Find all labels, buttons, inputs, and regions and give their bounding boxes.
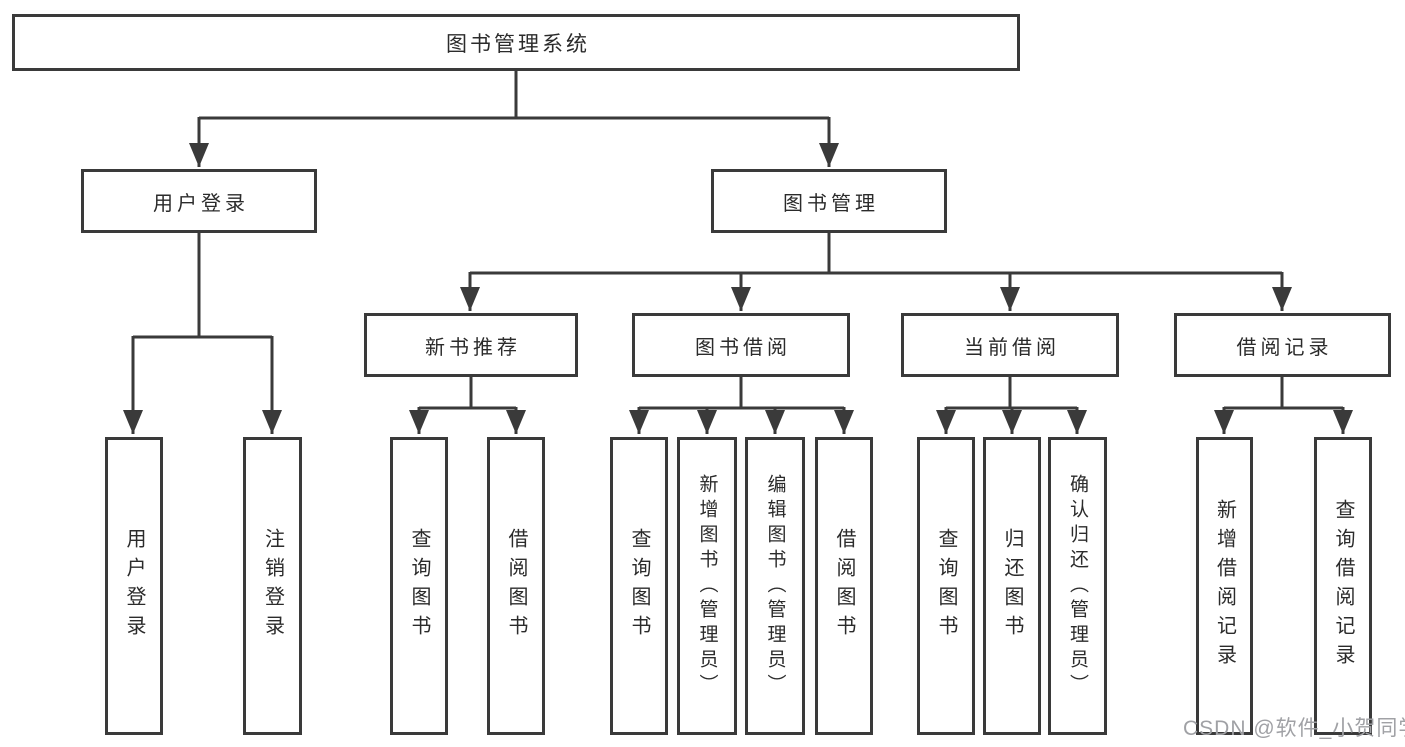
node-label: 确认归还（管理员） [1067,473,1088,699]
leaf-logout: 注销登录 [243,437,302,735]
watermark: CSDN @软件_小贺同学 [1183,717,1405,740]
leaf-edit-book-admin: 编辑图书（管理员） [745,437,805,735]
leaf-query-borrow-record: 查询借阅记录 [1314,437,1372,735]
node-label: 新书推荐 [425,336,521,359]
node-current-borrow: 当前借阅 [901,313,1119,377]
node-book-borrow: 图书借阅 [632,313,850,377]
leaf-borrow-book-1: 借阅图书 [487,437,545,735]
node-label: 编辑图书（管理员） [764,473,786,699]
node-label: 图书管理系统 [446,32,590,56]
node-label: 新增图书（管理员） [696,473,718,699]
node-label: 查询借阅记录 [1332,499,1354,673]
node-label: 借阅图书 [833,528,855,644]
leaf-add-book-admin: 新增图书（管理员） [677,437,737,735]
node-book-management: 图书管理 [711,169,947,233]
leaf-confirm-return-admin: 确认归还（管理员） [1048,437,1107,735]
node-label: 借阅图书 [505,528,527,644]
leaf-query-book-2: 查询图书 [610,437,668,735]
leaf-query-book-3: 查询图书 [917,437,975,735]
node-new-book-recommend: 新书推荐 [364,313,578,377]
node-borrow-record: 借阅记录 [1174,313,1391,377]
node-label: 用户登录 [153,192,249,215]
leaf-add-borrow-record: 新增借阅记录 [1196,437,1253,735]
node-label: 图书借阅 [695,336,791,359]
node-label: 图书管理 [783,192,879,215]
node-label: 新增借阅记录 [1213,499,1236,673]
node-system-root: 图书管理系统 [12,14,1020,71]
node-label: 查询图书 [628,528,650,644]
node-label: 借阅记录 [1236,336,1333,359]
leaf-query-book-1: 查询图书 [390,437,448,735]
node-label: 查询图书 [935,528,957,644]
leaf-borrow-book-2: 借阅图书 [815,437,873,735]
leaf-return-book: 归还图书 [983,437,1041,735]
leaf-user-login: 用户登录 [105,437,163,735]
node-user-login: 用户登录 [81,169,317,233]
node-label: 查询图书 [408,528,430,644]
node-label: 归还图书 [1001,528,1023,644]
node-label: 用户登录 [123,528,145,644]
node-label: 注销登录 [261,528,284,644]
node-label: 当前借阅 [964,336,1060,359]
